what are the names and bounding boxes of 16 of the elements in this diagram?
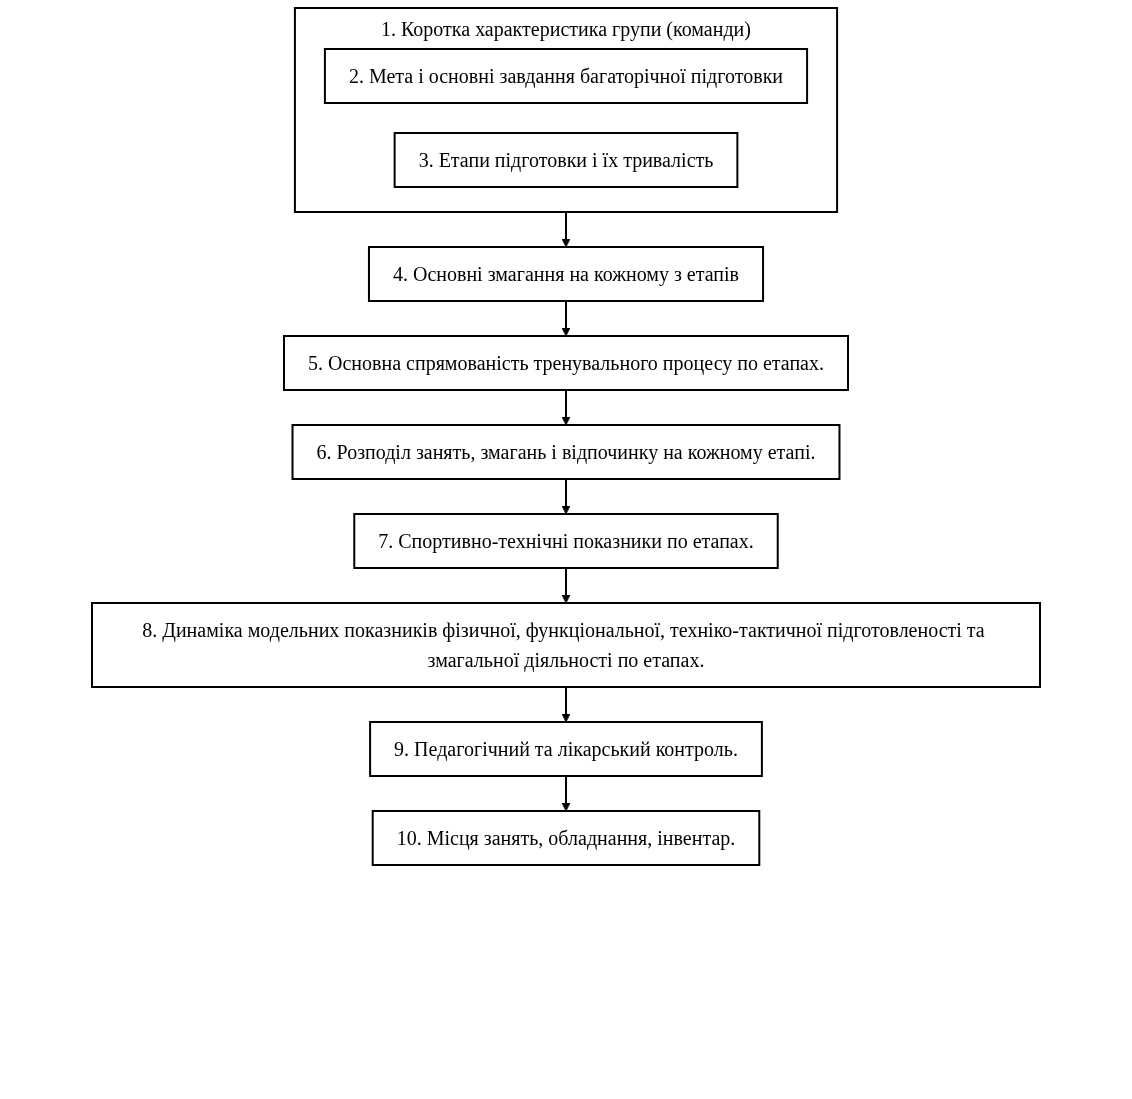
node-box: 3. Етапи підготовки і їх тривалість bbox=[393, 132, 739, 188]
arrow bbox=[561, 686, 571, 723]
node-box: 8. Динаміка модельних показників фізичної, функціональної, техніко-тактичної підготовленості та змагальної діяльності по етапах. bbox=[91, 602, 1041, 688]
arrow bbox=[561, 478, 571, 515]
node-box: 5. Основна спрямованість тренувального процесу по етапах. bbox=[283, 335, 849, 391]
arrow bbox=[561, 211, 571, 248]
arrow bbox=[561, 567, 571, 604]
node-box: 4. Основні змагання на кожному з етапів bbox=[367, 246, 765, 302]
node-box: 6. Розподіл занять, змагань і відпочинку на кожному етапі. bbox=[291, 424, 841, 480]
arrow bbox=[561, 775, 571, 812]
node-box: 7. Спортивно-технічні показники по етапах. bbox=[353, 513, 779, 569]
arrow bbox=[561, 300, 571, 337]
node-box: 10. Місця занять, обладнання, інвентар. bbox=[371, 810, 761, 866]
node-box: 2. Мета і основні завдання багаторічної підготовки bbox=[323, 48, 809, 104]
arrow bbox=[561, 389, 571, 426]
node-box: 9. Педагогічний та лікарський контроль. bbox=[369, 721, 763, 777]
